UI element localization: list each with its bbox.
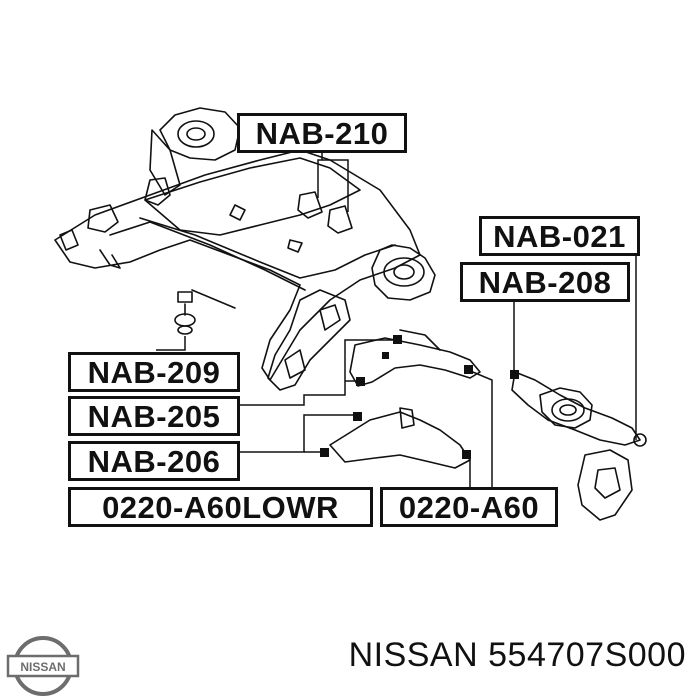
front-crossmember (144, 157, 361, 236)
label-nab-205: NAB-205 (68, 396, 240, 436)
label-nab-209: NAB-209 (68, 352, 240, 392)
lower-control-arm (511, 371, 641, 446)
brand-name: NISSAN (348, 636, 479, 674)
part-number: 554707S000 (488, 636, 686, 674)
knuckle (577, 449, 633, 521)
nissan-logo-icon: NISSAN (6, 636, 80, 696)
upper-arm (349, 337, 481, 387)
label-0220-a60lowr: 0220-A60LOWR (68, 487, 373, 527)
label-nab-210: NAB-210 (237, 113, 407, 153)
logo-text: NISSAN (20, 660, 65, 674)
lower-arm (329, 411, 471, 469)
rear-crossmember (139, 217, 396, 279)
label-nab-021: NAB-021 (479, 216, 640, 256)
label-0220-a60: 0220-A60 (380, 487, 558, 527)
part-caption: NISSAN 554707S000 (349, 636, 686, 675)
label-nab-206: NAB-206 (68, 441, 240, 481)
label-nab-208: NAB-208 (460, 262, 630, 302)
subframe-outline (54, 149, 421, 381)
